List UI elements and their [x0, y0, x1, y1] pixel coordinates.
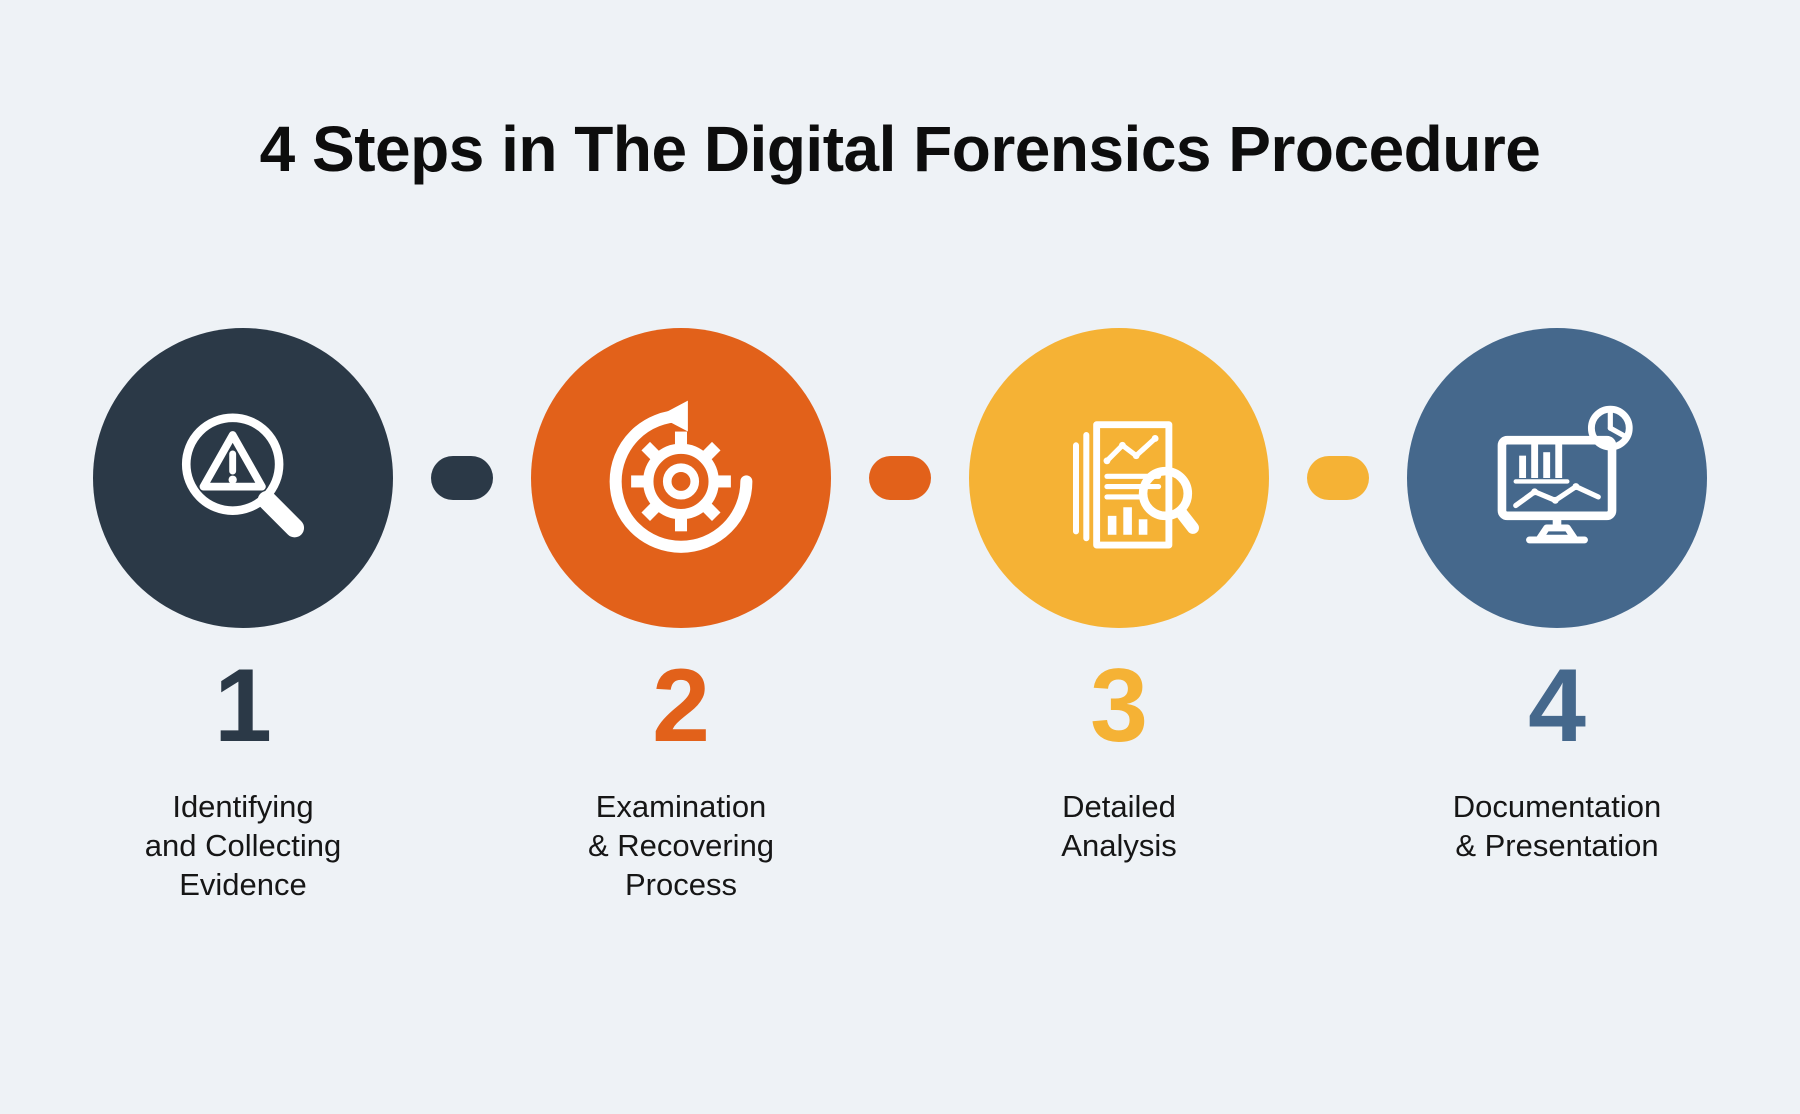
dashboard-monitor-icon — [1497, 405, 1633, 544]
step-3-circle — [969, 328, 1269, 628]
connector-3-4 — [1307, 456, 1369, 500]
steps-row: 1 Identifying and Collecting Evidence — [0, 328, 1800, 904]
step-3-label: Detailed Analysis — [1061, 789, 1177, 863]
magnifier-warning-icon — [181, 413, 305, 538]
step-2-label: Examination & Recovering Process — [587, 789, 775, 902]
step-1-number: 1 — [214, 648, 272, 764]
step-1-circle — [93, 328, 393, 628]
step-detailed-analysis: 3 Detailed Analysis — [945, 328, 1293, 866]
step-1-label: Identifying and Collecting Evidence — [144, 789, 342, 902]
step-identifying-evidence: 1 Identifying and Collecting Evidence — [69, 328, 417, 904]
step-4-number: 4 — [1528, 648, 1586, 764]
connector-1-2 — [431, 456, 493, 500]
process-arrow-gear-icon — [609, 400, 753, 553]
report-analysis-icon — [1072, 421, 1199, 549]
step-4-label: Documentation & Presentation — [1452, 789, 1662, 863]
page-title: 4 Steps in The Digital Forensics Procedu… — [259, 113, 1541, 185]
connector-2-3 — [869, 456, 931, 500]
step-examination-recovering: 2 Examination & Recovering Process — [507, 328, 855, 904]
step-2-number: 2 — [652, 648, 710, 764]
step-2-circle — [531, 328, 831, 628]
step-documentation-presentation: 4 Documentation & Presentation — [1383, 328, 1731, 866]
step-3-number: 3 — [1090, 648, 1148, 764]
step-4-circle — [1407, 328, 1707, 628]
